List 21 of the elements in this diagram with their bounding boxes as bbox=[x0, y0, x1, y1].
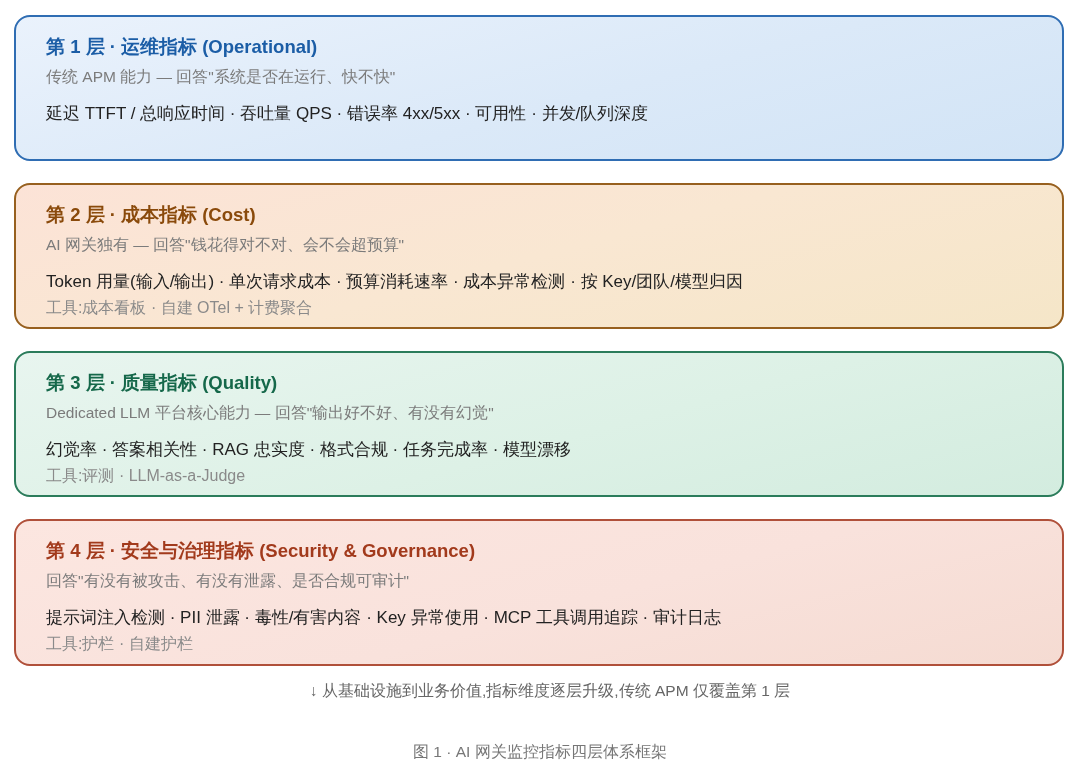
tool-list: 工具:成本看板 · 自建 OTel + 计费聚合 bbox=[46, 298, 313, 318]
layer-subtitle: AI 网关独有 — 回答"钱花得对不对、会不会超预算" bbox=[46, 235, 405, 255]
layer-subtitle: Dedicated LLM 平台核心能力 — 回答"输出好不好、有没有幻觉" bbox=[46, 403, 494, 423]
layer-heading: 第 4 层 · 安全与治理指标 (Security & Governance) bbox=[46, 539, 476, 563]
tool-list: 工具:护栏 · 自建护栏 bbox=[46, 634, 193, 654]
layer-box bbox=[14, 519, 1064, 666]
layer-box bbox=[14, 183, 1064, 329]
layer-subtitle: 回答"有没有被攻击、有没有泄露、是否合规可审计" bbox=[46, 571, 409, 591]
tool-list: 工具:评测 · LLM-as-a-Judge bbox=[46, 466, 246, 486]
layer-box bbox=[14, 351, 1064, 497]
layer-subtitle: 传统 APM 能力 — 回答"系统是否在运行、快不快" bbox=[46, 67, 396, 87]
layer-heading: 第 3 层 · 质量指标 (Quality) bbox=[46, 371, 278, 395]
layer-box bbox=[14, 15, 1064, 161]
caption: 图 1 · AI 网关监控指标四层体系框架 bbox=[413, 742, 667, 762]
footnote: ↓ 从基础设施到业务价值,指标维度逐层升级,传统 APM 仅覆盖第 1 层 bbox=[310, 681, 791, 701]
metric-list: Token 用量(输入/输出) · 单次请求成本 · 预算消耗速率 · 成本异常检测 · 按 Key/团队/模型归因 bbox=[46, 271, 744, 293]
metric-list: 延迟 TTFT / 总响应时间 · 吞吐量 QPS · 错误率 4xx/5xx · 可用性 · 并发/队列深度 bbox=[46, 103, 649, 125]
metric-list: 提示词注入检测 · PII 泄露 · 毒性/有害内容 · Key 异常使用 · MCP 工具调用追踪 · 审计日志 bbox=[46, 607, 721, 629]
layer-heading: 第 1 层 · 运维指标 (Operational) bbox=[46, 35, 318, 59]
metric-list: 幻觉率 · 答案相关性 · RAG 忠实度 · 格式合规 · 任务完成率 · 模型漂移 bbox=[46, 439, 572, 461]
layer-heading: 第 2 层 · 成本指标 (Cost) bbox=[46, 203, 256, 227]
